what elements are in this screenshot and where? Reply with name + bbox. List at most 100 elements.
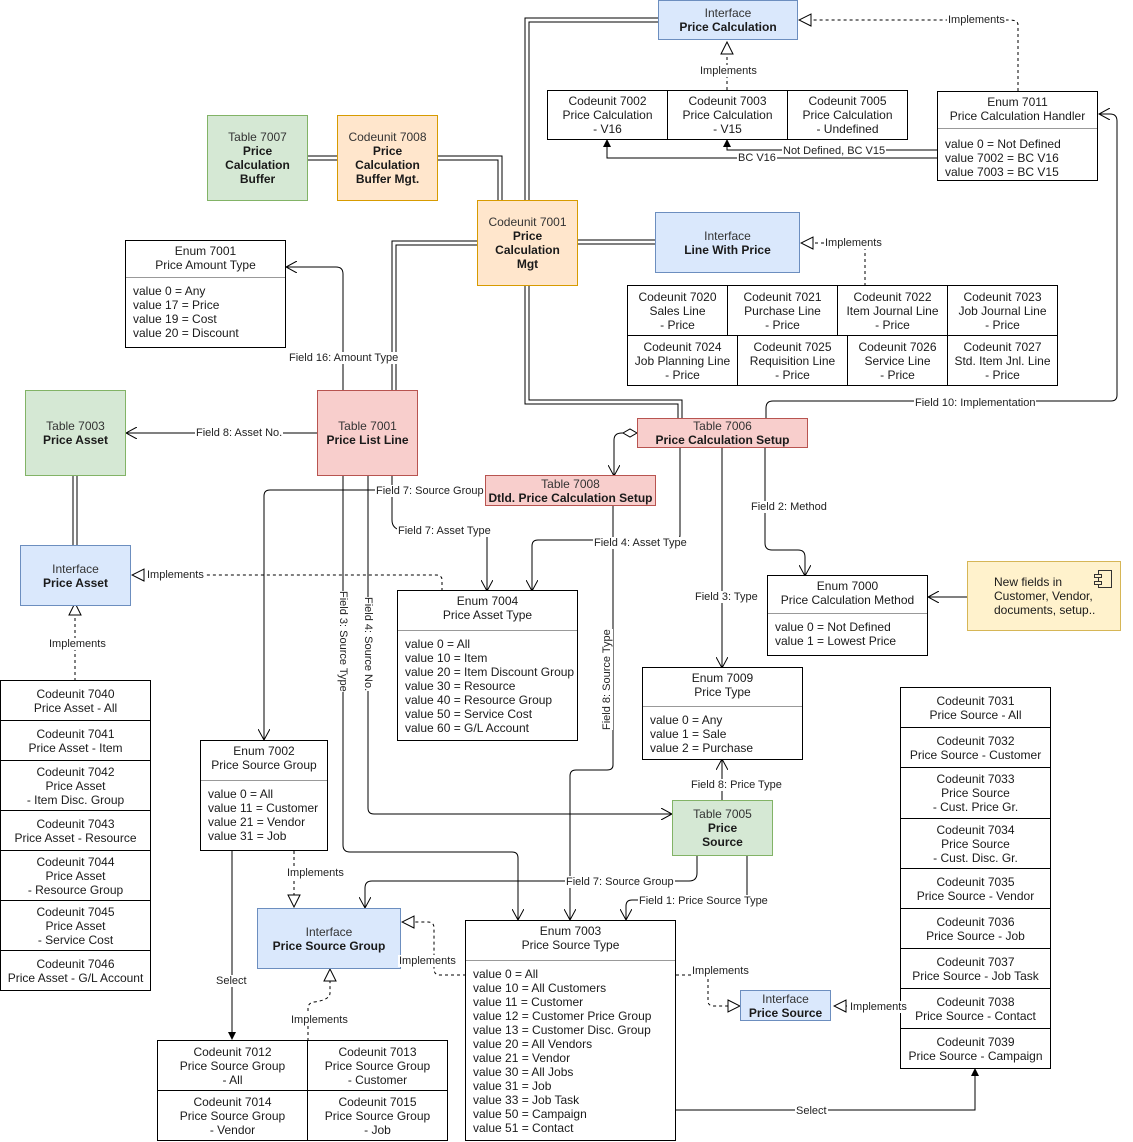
codeunit-7045[interactable]: Codeunit 7045 Price Asset - Service Cost xyxy=(0,900,151,951)
enum-value: value 1 = Lowest Price xyxy=(775,634,897,648)
node-type: Codeunit 7013 xyxy=(338,1044,417,1059)
codeunit-7024[interactable]: Codeunit 7024 Job Planning Line - Price xyxy=(627,335,738,386)
edge-label-impl-price-asset: Implements xyxy=(146,569,205,581)
node-name: Price Asset - G/L Account xyxy=(7,970,144,985)
codeunit-7014[interactable]: Codeunit 7014 Price Source Group - Vendo… xyxy=(157,1090,308,1141)
edge-label-impl-asset-codeunits: Implements xyxy=(48,638,107,650)
node-name-line: Price xyxy=(512,229,543,243)
node-name: Price Source - Campaign xyxy=(908,1048,1043,1063)
codeunit-7039[interactable]: Codeunit 7039 Price Source - Campaign xyxy=(900,1028,1051,1069)
edge-label-field7-asset-type: Field 7: Asset Type xyxy=(397,525,492,537)
interface-line-with-price[interactable]: Interface Line With Price xyxy=(655,212,800,273)
node-name: Price Source - Contact xyxy=(915,1008,1036,1023)
codeunit-7008-price-calculation-buffer-mgt[interactable]: Codeunit 7008 Price Calculation Buffer M… xyxy=(337,115,438,201)
enum-7004-price-asset-type[interactable]: Enum 7004 Price Asset Type value 0 = All… xyxy=(397,590,578,741)
node-name: Price Calculation Method xyxy=(780,593,915,607)
table-7001-price-list-line[interactable]: Table 7001 Price List Line xyxy=(317,390,418,476)
codeunit-7027[interactable]: Codeunit 7027 Std. Item Jnl. Line - Pric… xyxy=(947,335,1058,386)
interface-price-asset[interactable]: Interface Price Asset xyxy=(20,545,131,606)
edge-impl-enum7003-psg xyxy=(402,922,466,976)
enum-7000-price-calculation-method[interactable]: Enum 7000 Price Calculation Method value… xyxy=(767,575,928,656)
enum-7001-price-amount-type[interactable]: Enum 7001 Price Amount Type value 0 = An… xyxy=(125,240,286,348)
enum-value: value 50 = Campaign xyxy=(473,1107,587,1121)
enum-7002-price-source-group[interactable]: Enum 7002 Price Source Group value 0 = A… xyxy=(200,740,328,851)
edge-label-not-defined-v15: Not Defined, BC V15 xyxy=(782,145,887,157)
table-7005-price-source[interactable]: Table 7005 Price Source xyxy=(672,800,773,856)
node-sub: - Item Disc. Group xyxy=(26,792,125,807)
edge-field3-source-type xyxy=(342,476,518,920)
enum-value: value 20 = Discount xyxy=(133,326,239,340)
node-type: Codeunit 7040 xyxy=(36,686,115,701)
codeunit-7026[interactable]: Codeunit 7026 Service Line - Price xyxy=(847,335,948,386)
edge-label-impl-group-codeunits: Implements xyxy=(290,1014,349,1026)
codeunit-7012[interactable]: Codeunit 7012 Price Source Group - All xyxy=(157,1040,308,1091)
codeunit-7001-price-calculation-mgt[interactable]: Codeunit 7001 Price Calculation Mgt xyxy=(477,200,578,286)
node-sub: - Cust. Price Gr. xyxy=(932,800,1019,814)
codeunit-7043[interactable]: Codeunit 7043 Price Asset - Resource xyxy=(0,810,151,851)
enum-value: value 31 = Job xyxy=(208,829,287,843)
enum-header: Enum 7002 Price Source Group xyxy=(201,741,327,781)
node-sub: - Price xyxy=(985,367,1020,382)
price-calculation-codeunits: Codeunit 7002 Price Calculation - V16 Co… xyxy=(547,90,908,140)
enum-7011-price-calculation-handler[interactable]: Enum 7011 Price Calculation Handler valu… xyxy=(937,91,1098,181)
codeunit-7034[interactable]: Codeunit 7034 Price Source - Cust. Disc.… xyxy=(900,818,1051,869)
node-sub: - Job xyxy=(364,1122,391,1137)
codeunit-7021[interactable]: Codeunit 7021 Purchase Line - Price xyxy=(727,285,838,336)
enum-header: Enum 7000 Price Calculation Method xyxy=(768,576,927,614)
codeunit-7046[interactable]: Codeunit 7046 Price Asset - G/L Account xyxy=(0,950,151,991)
codeunit-7042[interactable]: Codeunit 7042 Price Asset - Item Disc. G… xyxy=(0,760,151,811)
enum-7009-price-type[interactable]: Enum 7009 Price Type value 0 = Any value… xyxy=(642,667,803,760)
enum-value: value 17 = Price xyxy=(133,298,220,312)
enum-value: value 2 = Purchase xyxy=(650,741,754,755)
node-name: Price Calculation xyxy=(682,108,773,122)
enum-values: value 0 = Any value 1 = Sale value 2 = P… xyxy=(643,707,802,761)
interface-price-source-group[interactable]: Interface Price Source Group xyxy=(257,908,401,969)
codeunit-7023[interactable]: Codeunit 7023 Job Journal Line - Price xyxy=(947,285,1058,336)
interface-price-calculation[interactable]: Interface Price Calculation xyxy=(658,0,798,40)
codeunit-7020[interactable]: Codeunit 7020 Sales Line - Price xyxy=(627,285,728,336)
codeunit-7013[interactable]: Codeunit 7013 Price Source Group - Custo… xyxy=(307,1040,448,1091)
table-7008-dtld-price-calculation-setup[interactable]: Table 7008 Dtld. Price Calculation Setup xyxy=(485,475,656,506)
codeunit-7040[interactable]: Codeunit 7040 Price Asset - All xyxy=(0,680,151,721)
node-type: Codeunit 7022 xyxy=(853,289,932,304)
enum-value: value 0 = All xyxy=(473,967,539,981)
node-name: Item Journal Line xyxy=(846,303,939,318)
table-7003-price-asset[interactable]: Table 7003 Price Asset xyxy=(25,390,126,476)
codeunit-7035[interactable]: Codeunit 7035 Price Source - Vendor xyxy=(900,868,1051,909)
codeunit-7005[interactable]: Codeunit 7005 Price Calculation - Undefi… xyxy=(787,90,908,140)
node-name: Price Asset xyxy=(43,575,108,590)
interface-price-source[interactable]: Interface Price Source xyxy=(740,990,831,1021)
codeunit-7032[interactable]: Codeunit 7032 Price Source - Customer xyxy=(900,727,1051,768)
node-name-line: Price xyxy=(707,821,738,835)
codeunit-7002[interactable]: Codeunit 7002 Price Calculation - V16 xyxy=(547,90,668,140)
node-type: Table 7008 xyxy=(541,476,600,491)
enum-7003-price-source-type[interactable]: Enum 7003 Price Source Type value 0 = Al… xyxy=(465,920,676,1141)
codeunit-7022[interactable]: Codeunit 7022 Item Journal Line - Price xyxy=(837,285,948,336)
codeunit-7036[interactable]: Codeunit 7036 Price Source - Job xyxy=(900,908,1051,949)
codeunit-7041[interactable]: Codeunit 7041 Price Asset - Item xyxy=(0,720,151,761)
table-7007-price-calculation-buffer[interactable]: Table 7007 Price Calculation Buffer xyxy=(207,115,308,201)
codeunit-7037[interactable]: Codeunit 7037 Price Source - Job Task xyxy=(900,948,1051,989)
node-type: Codeunit 7032 xyxy=(936,733,1015,748)
codeunit-7038[interactable]: Codeunit 7038 Price Source - Contact xyxy=(900,988,1051,1029)
node-type: Table 7003 xyxy=(46,419,105,433)
node-name: Price Asset Type xyxy=(442,608,533,622)
codeunit-7003[interactable]: Codeunit 7003 Price Calculation - V15 xyxy=(667,90,788,140)
edge-label-impl-enum7003-ps: Implements xyxy=(691,965,750,977)
node-name: Price Source Group xyxy=(179,1108,286,1123)
codeunit-7044[interactable]: Codeunit 7044 Price Asset - Resource Gro… xyxy=(0,850,151,901)
node-type: Enum 7000 xyxy=(816,579,879,593)
codeunit-7031[interactable]: Codeunit 7031 Price Source - All xyxy=(900,687,1051,728)
node-name-line: Calculation xyxy=(355,158,420,172)
codeunit-7033[interactable]: Codeunit 7033 Price Source - Cust. Price… xyxy=(900,767,1051,819)
node-name: Price Source - Job xyxy=(926,928,1025,943)
node-type: Codeunit 7020 xyxy=(638,289,717,304)
node-name-line: Price xyxy=(242,144,273,158)
enum-value: value 21 = Vendor xyxy=(208,815,306,829)
codeunit-7025[interactable]: Codeunit 7025 Requisition Line - Price xyxy=(737,335,848,386)
table-7006-price-calculation-setup[interactable]: Table 7006 Price Calculation Setup xyxy=(637,418,808,448)
node-name: Job Journal Line xyxy=(958,303,1047,318)
node-type: Codeunit 7046 xyxy=(36,956,115,971)
codeunit-7015[interactable]: Codeunit 7015 Price Source Group - Job xyxy=(307,1090,448,1141)
note-new-fields[interactable]: New fields in Customer, Vendor, document… xyxy=(967,561,1121,631)
